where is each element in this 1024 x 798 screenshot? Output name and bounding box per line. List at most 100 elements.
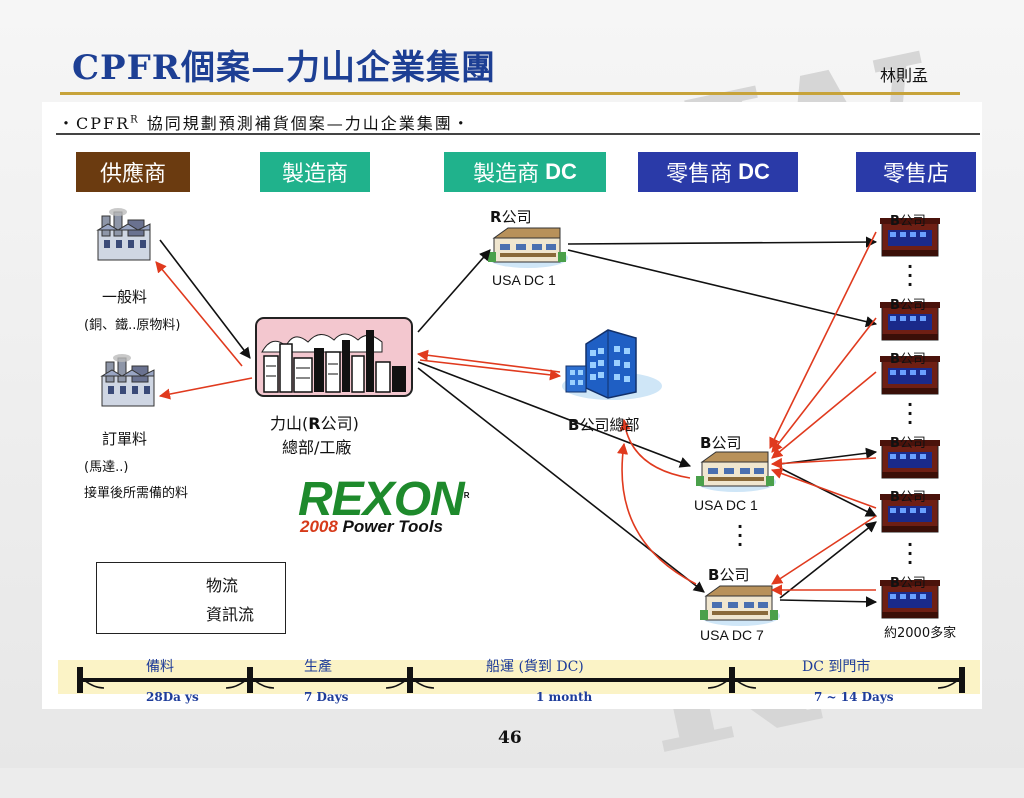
arrow-r-dc-to-store-2: [567, 249, 878, 328]
ellipsis-dots: ···: [906, 535, 914, 572]
timeline-duration: 1 month: [536, 690, 593, 704]
store-label-bold: B: [890, 490, 900, 505]
manufacturer-name-suffix: 公司): [320, 414, 359, 433]
subtitle-rule: [56, 133, 980, 135]
b-dc1-label: USA DC 1: [694, 497, 758, 513]
store-label: B公司: [890, 432, 926, 451]
rexon-registered-mark: R: [463, 491, 470, 500]
page-number: 46: [498, 728, 522, 748]
supplier-general-name: 一般料: [102, 288, 148, 306]
rexon-tagline: 2008 Power Tools: [300, 517, 443, 537]
ellipsis-dots: ···: [906, 257, 914, 294]
b-dc7-label: USA DC 7: [700, 627, 764, 643]
r-dc-company-bold: R: [490, 208, 502, 226]
arrow-b-dc7-to-store: [779, 596, 878, 608]
timeline-phase-label: 備料: [146, 659, 174, 675]
timeline-tick: [729, 667, 735, 693]
legend-box: [96, 562, 286, 634]
b-dc1-company: B公司: [700, 432, 741, 453]
supplier-order-desc2: 接單後所需備的料: [84, 486, 189, 501]
store-label-bold: B: [890, 436, 900, 451]
timeline-phase-label: 生產: [304, 659, 332, 675]
store-label-text: 公司: [899, 214, 926, 229]
rexon-year: 2008: [300, 517, 338, 536]
arrow-b-dc7-to-store: [779, 521, 877, 599]
flow-diagram: [97, 207, 941, 627]
timeline-band: [58, 660, 980, 694]
timeline-duration: 28Da ys: [146, 690, 199, 704]
arrow-manufacturer-to-b-dc1: [417, 361, 692, 468]
city-skyline-icon: [255, 317, 413, 397]
b-dc7-company: B公司: [708, 564, 749, 585]
title-underline: [60, 92, 960, 95]
r-dc-company-text: 公司: [501, 208, 532, 226]
timeline-tick: [77, 667, 83, 693]
rexon-logo-text: REXON: [298, 473, 465, 526]
b-hq-company-bold: B: [568, 416, 580, 434]
office-tower-icon: [562, 329, 662, 400]
header-retailer-dc-label: 零售商: [666, 162, 733, 187]
store-label-bold: B: [890, 214, 900, 229]
arrow-info-hq-to-manufacturer: [416, 349, 561, 373]
store-label: B公司: [890, 572, 926, 591]
store-count-label: 約2000多家: [884, 626, 957, 641]
content-subtitle: ・CPFRR 協同規劃預測補貨個案—力山企業集團・: [58, 110, 471, 134]
subtitle-registered-mark: R: [130, 114, 140, 126]
header-manufacturer: 製造商: [260, 152, 370, 192]
store-label: B公司: [890, 486, 926, 505]
manufacturer-name-bold: R: [308, 414, 321, 433]
arrow-info-store-to-b-dc1: [770, 468, 877, 509]
supplier-order-name: 訂單料: [102, 430, 148, 448]
arrow-manufacturer-to-r-dc: [417, 249, 491, 333]
legend-physical-label: 物流: [206, 576, 239, 595]
timeline-phase-label: 船運 (貨到 DC): [486, 659, 584, 675]
rexon-logo: REXONR: [298, 472, 470, 527]
manufacturer-name: 力山(R公司): [270, 410, 359, 434]
slide-title: CPFR個案—力山企業集團: [72, 48, 497, 88]
timeline-duration: 7 ~ 14 Days: [814, 690, 894, 704]
arrow-supplier-to-manufacturer: [159, 239, 251, 359]
header-retailer-dc-suffix: DC: [738, 159, 770, 184]
arrow-info-store-to-b-dc7: [771, 515, 877, 585]
store-label-text: 公司: [899, 298, 926, 313]
timeline-tick: [247, 667, 253, 693]
subtitle-rest: 協同規劃預測補貨個案—力山企業集團・: [139, 114, 471, 133]
b-dc1-company-text: 公司: [711, 434, 742, 452]
arrow-b-dc1-to-store: [779, 467, 878, 517]
supplier-order-desc1: (馬達..): [84, 460, 129, 475]
subtitle-prefix: ・CPFR: [58, 114, 131, 133]
header-supplier-label: 供應商: [99, 162, 166, 187]
arrow-info-to-order-supplier: [158, 377, 253, 400]
store-label: B公司: [890, 348, 926, 367]
header-manufacturer-dc-suffix: DC: [545, 159, 577, 184]
r-dc-company: R公司: [490, 206, 532, 227]
store-label-bold: B: [890, 576, 900, 591]
arrow-info-store-to-b-dc1: [771, 317, 877, 453]
arrow-info-b-dc7-to-hq: [617, 442, 697, 585]
r-dc-label: USA DC 1: [492, 272, 556, 288]
store-label-text: 公司: [899, 436, 926, 451]
ellipsis-dots: ···: [906, 395, 914, 432]
timeline-phase-label: DC 到門市: [802, 659, 871, 675]
manufacturer-line2: 總部/工廠: [282, 438, 352, 457]
arrow-info-to-supplier: [155, 261, 243, 367]
timeline-brace-curves: [83, 679, 959, 689]
manufacturer-name-prefix: 力山(: [270, 414, 309, 433]
timeline-duration: 7 Days: [304, 690, 349, 704]
arrow-info-manufacturer-to-hq: [419, 359, 562, 381]
store-label-bold: B: [890, 298, 900, 313]
arrow-manufacturer-to-b-dc7: [417, 367, 705, 593]
header-manufacturer-label: 製造商: [281, 162, 348, 187]
legend-info-label: 資訊流: [206, 605, 255, 624]
rexon-tagline-text: Power Tools: [337, 517, 443, 536]
info-flow-arrows: [155, 231, 877, 596]
store-label-bold: B: [890, 352, 900, 367]
arrow-info-store-to-b-dc1: [771, 371, 877, 459]
arrow-info-store-to-b-dc1: [769, 231, 877, 450]
b-hq-company-text: 公司總部: [579, 416, 640, 434]
store-label: B公司: [890, 294, 926, 313]
header-retail-store: 零售店: [856, 152, 976, 192]
store-label-text: 公司: [899, 490, 926, 505]
